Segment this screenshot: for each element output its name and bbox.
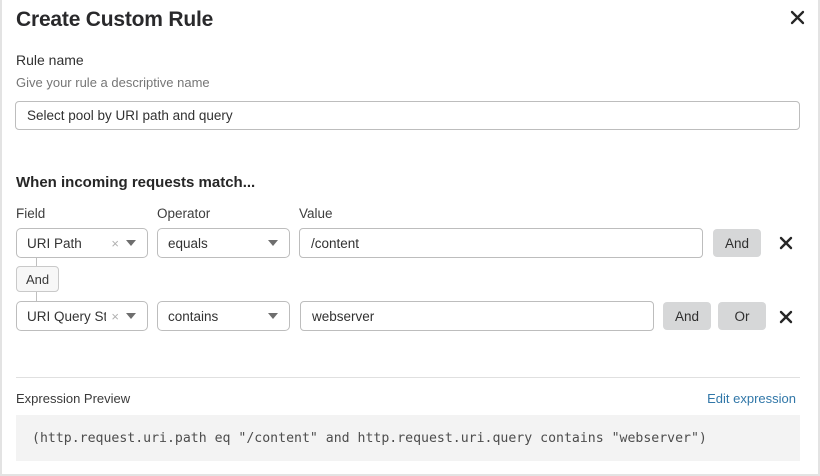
delete-row-2-icon[interactable] — [775, 306, 797, 328]
column-header-operator: Operator — [157, 206, 211, 221]
page-title: Create Custom Rule — [16, 8, 214, 31]
delete-row-1-icon[interactable] — [775, 232, 797, 254]
conditions-heading: When incoming requests match... — [16, 174, 256, 191]
operator-select-value-row-2: contains — [168, 308, 219, 324]
rule-name-label: Rule name — [16, 52, 84, 68]
column-header-value: Value — [299, 206, 333, 221]
column-header-field: Field — [16, 206, 46, 221]
rule-name-input[interactable]: Select pool by URI path and query — [15, 101, 800, 130]
rule-name-hint: Give your rule a descriptive name — [16, 75, 210, 90]
clear-icon-row-1[interactable]: × — [111, 235, 119, 251]
edit-expression-link[interactable]: Edit expression — [707, 391, 796, 406]
value-input-row-1[interactable]: /content — [299, 228, 703, 258]
expression-preview-label: Expression Preview — [16, 391, 131, 406]
section-divider — [16, 377, 800, 378]
chevron-down-icon-row-2 — [126, 313, 136, 319]
chevron-down-icon-operator-row-1 — [268, 240, 278, 246]
or-button-row-2[interactable]: Or — [718, 302, 766, 330]
operator-select-value-row-1: equals — [168, 235, 208, 251]
field-select-value-row-2: URI Query St... — [27, 308, 107, 324]
expression-preview-box: (http.request.uri.path eq "/content" and… — [16, 415, 800, 461]
group-connector-and[interactable]: And — [16, 266, 60, 292]
field-select-row-2[interactable]: URI Query St... × — [16, 301, 148, 331]
field-select-value-row-1: URI Path — [27, 235, 82, 251]
field-select-row-1[interactable]: URI Path × — [16, 228, 148, 258]
expression-preview-text: (http.request.uri.path eq "/content" and… — [32, 430, 707, 446]
value-input-row-2[interactable]: webserver — [300, 301, 654, 331]
connector-line-top — [36, 258, 37, 268]
and-button-row-2[interactable]: And — [663, 302, 711, 330]
chevron-down-icon-row-1 — [126, 240, 136, 246]
connector-line-bottom — [36, 292, 37, 301]
operator-select-row-2[interactable]: contains — [157, 301, 290, 331]
close-icon[interactable] — [785, 5, 809, 29]
clear-icon-row-2[interactable]: × — [111, 308, 119, 324]
operator-select-row-1[interactable]: equals — [157, 228, 290, 258]
chevron-down-icon-operator-row-2 — [268, 313, 278, 319]
and-button-row-1[interactable]: And — [713, 229, 761, 257]
